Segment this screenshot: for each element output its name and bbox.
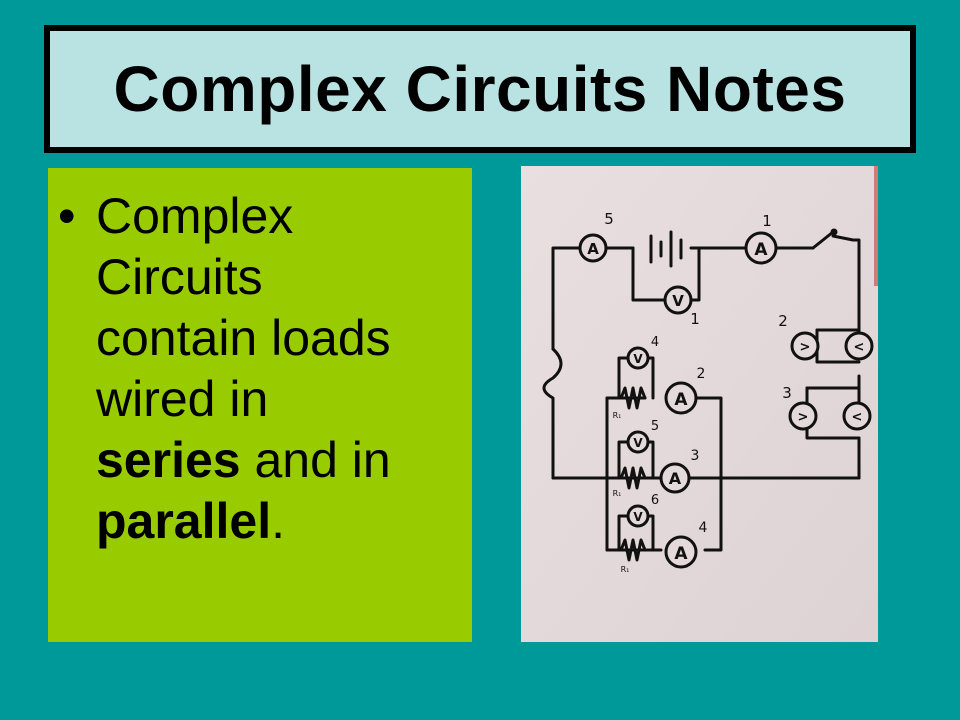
label-v6: 6: [651, 493, 659, 508]
ammeter-4: [664, 535, 698, 569]
label-v4: 4: [651, 335, 659, 350]
end-punctuation: .: [271, 493, 286, 549]
label-lamp3: 3: [782, 384, 792, 402]
label-a4: 4: [699, 520, 708, 536]
label-r1-b: R₁: [613, 489, 622, 498]
bullet-line-6: parallel.: [96, 491, 468, 552]
bullet-text: Complex Circuits contain loads wired in …: [96, 186, 468, 552]
bullet-line-1: Complex: [96, 188, 294, 244]
ammeter-2: [664, 381, 698, 415]
lamp3-meter-left: [788, 401, 818, 431]
resistor-2: [619, 466, 647, 490]
voltmeter-1: [663, 285, 693, 315]
wire-v1-left: [631, 246, 668, 302]
slide-title: Complex Circuits Notes: [113, 53, 847, 125]
lamp2-meter-left: [790, 331, 820, 361]
ammeter-3: [659, 462, 691, 494]
voltmeter-5-letter: V: [633, 436, 643, 450]
ammeter-4-letter: A: [674, 544, 688, 564]
branch-right-rail: [679, 396, 723, 552]
ammeter-3-letter: A: [669, 469, 682, 488]
label-a5: 5: [604, 210, 614, 228]
wire-v1-right: [689, 246, 701, 302]
voltmeter-1-letter: V: [672, 292, 684, 310]
bullet-line-5: series and in: [96, 430, 468, 491]
ammeter-5: [578, 233, 608, 263]
circuit-diagram: A A V V A V A V A > < > < 5 1 1 2 3 4 2 …: [521, 166, 878, 642]
photo-edge-mark: [874, 166, 878, 286]
label-v1: 1: [690, 310, 700, 328]
bullet-line-2: Circuits: [96, 249, 263, 305]
lamp3-left-letter: >: [798, 410, 809, 425]
lamp3-meter-right: [842, 401, 872, 431]
v4-left: [617, 356, 631, 400]
label-lamp2: 2: [778, 312, 788, 330]
bullet-panel: • Complex Circuits contain loads wired i…: [48, 168, 472, 642]
bullet-line-4: wired in: [96, 371, 269, 427]
label-v5: 5: [651, 419, 659, 434]
ammeter-2-letter: A: [674, 390, 688, 410]
label-r1-a: R₁: [613, 411, 622, 420]
and-in-text: and in: [240, 432, 391, 488]
ammeter-1: [744, 231, 778, 265]
series-word: series: [96, 432, 241, 488]
voltmeter-4-letter: V: [633, 352, 643, 366]
bullet-marker: •: [58, 188, 76, 244]
voltmeter-6: [626, 504, 650, 528]
v5-left: [617, 440, 631, 480]
circuit-diagram-photo: A A V V A V A V A > < > < 5 1 1 2 3 4 2 …: [521, 166, 878, 642]
label-a3: 3: [691, 448, 700, 464]
ammeter-1-letter: A: [754, 240, 768, 260]
resistor-1: [619, 386, 647, 410]
wire-left-top: [551, 246, 582, 351]
lamp2-left-letter: >: [800, 340, 811, 355]
voltmeter-6-letter: V: [633, 510, 643, 524]
lamp2-right-letter: <: [854, 340, 865, 355]
ammeter-5-letter: A: [587, 240, 599, 258]
wire-left-bend: [542, 347, 563, 480]
switch-blade: [811, 230, 835, 250]
label-r1-c: R₁: [621, 565, 630, 574]
parallel-word: parallel: [96, 493, 272, 549]
wire-switch-right: [831, 234, 861, 348]
lamp2-meter-right: [844, 331, 874, 361]
switch-contact: [830, 228, 838, 236]
title-box: Complex Circuits Notes: [44, 25, 916, 153]
label-a2: 2: [697, 366, 706, 382]
lamp3-right-letter: <: [852, 410, 863, 425]
lamp3-box-top: [805, 386, 861, 404]
v6-left: [617, 514, 631, 552]
voltmeter-4: [626, 346, 650, 370]
bullet-line-3: contain loads: [96, 310, 391, 366]
voltmeter-5: [626, 430, 650, 454]
label-a1: 1: [762, 212, 772, 230]
resistor-3: [619, 538, 647, 562]
